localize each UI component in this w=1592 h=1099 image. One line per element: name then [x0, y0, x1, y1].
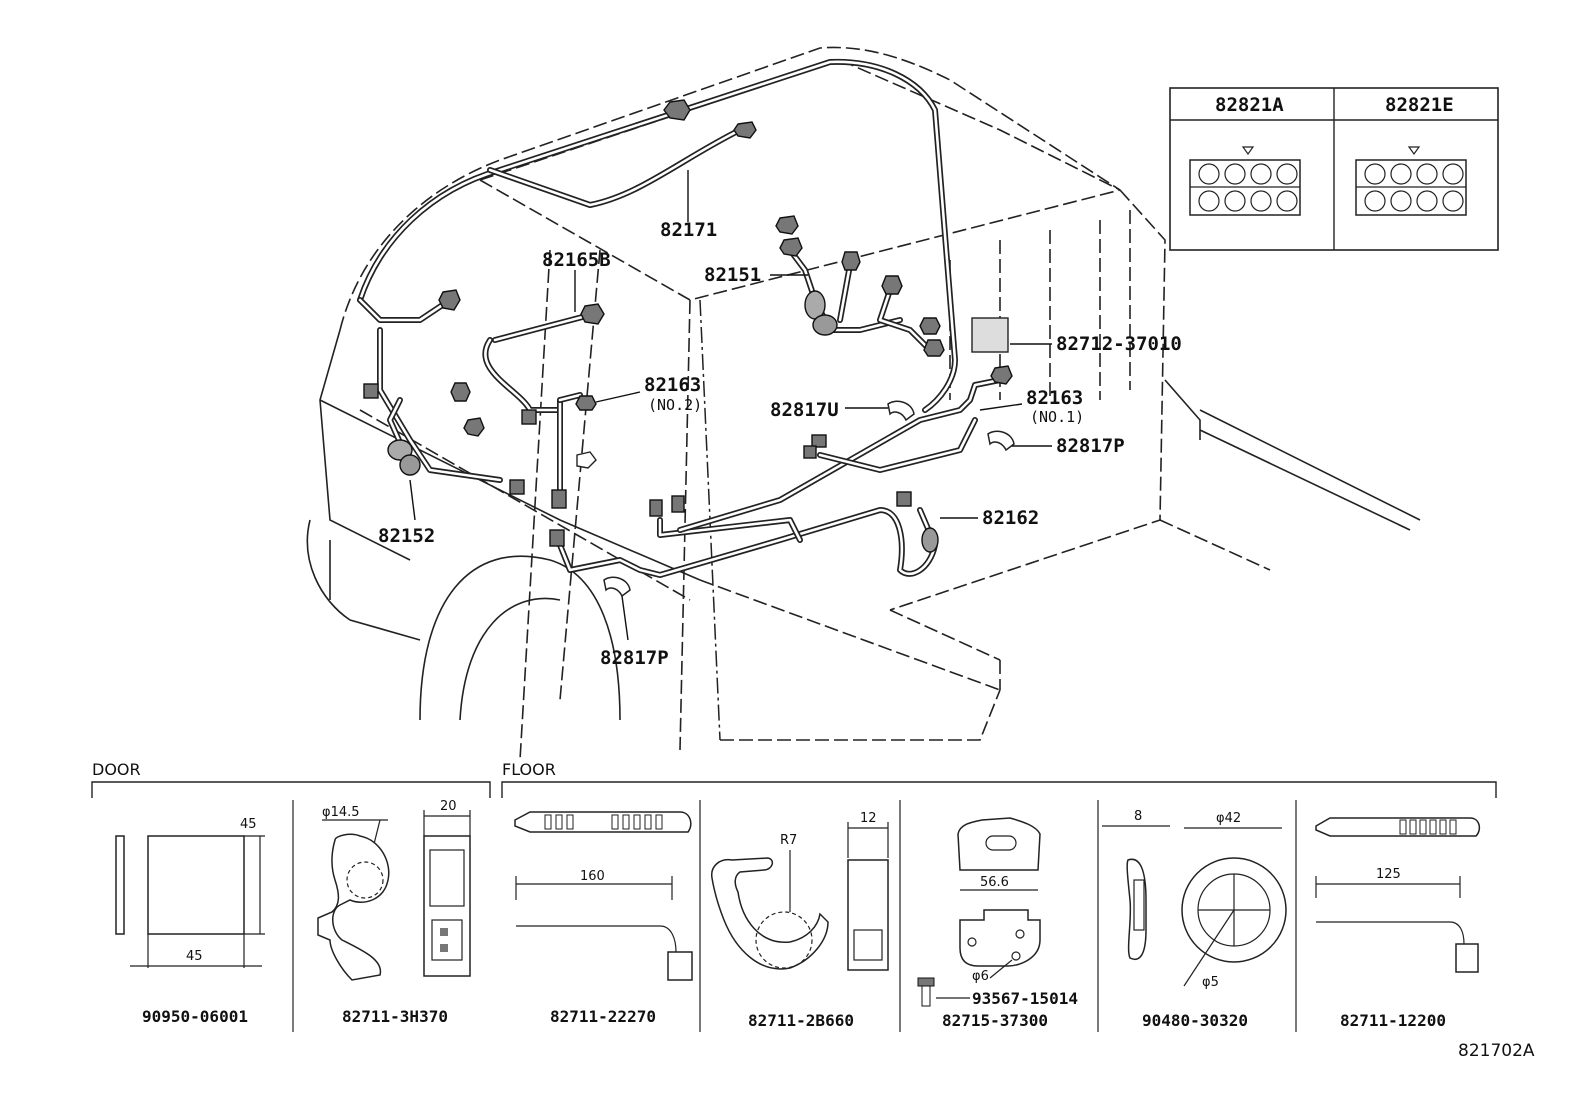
part-82711-12200: 125 82711-12200: [1315, 817, 1481, 1030]
figure-code: 821702A: [1458, 1041, 1535, 1061]
callout-labels: 82171 82165B 82151 82712-37010 82163 (NO…: [378, 219, 1182, 669]
parts-section-headers: DOOR FLOOR: [91, 760, 1497, 1032]
wire-connectors: [363, 99, 1013, 547]
section-floor-label: FLOOR: [502, 760, 556, 779]
part-82715-37300: 56.6 φ6 93567-15014 82715-37300: [917, 817, 1078, 1030]
wire-harness-roof: [357, 58, 958, 413]
clamp-82817p-right: [987, 430, 1015, 452]
dim-20: 20: [440, 799, 457, 814]
part-number-93567-15014: 93567-15014: [972, 989, 1078, 1008]
callout-82151: 82151: [704, 264, 761, 286]
part-number-90950-06001: 90950-06001: [142, 1007, 248, 1026]
dim-45-height: 45: [240, 817, 257, 832]
dim-8: 8: [1134, 809, 1142, 824]
callout-82817u: 82817U: [770, 399, 839, 421]
connector-82821a-face: [1189, 146, 1301, 216]
part-number-82711-22270: 82711-22270: [550, 1007, 656, 1026]
part-number-90480-30320: 90480-30320: [1142, 1011, 1248, 1030]
dim-phi42: φ42: [1216, 811, 1241, 826]
dim-r7: R7: [780, 833, 797, 848]
part-82711-2b660: R7 12 82711-2B660: [711, 811, 889, 1030]
callout-82165b: 82165B: [542, 249, 611, 271]
callout-82817p-right: 82817P: [1056, 435, 1125, 457]
connector-82821a-title: 82821A: [1215, 94, 1284, 116]
screw-icon: [917, 977, 935, 1007]
dim-phi5: φ5: [1202, 975, 1219, 990]
part-82711-22270: 160 82711-22270: [514, 811, 693, 1026]
dim-45-width: 45: [186, 949, 203, 964]
part-number-82711-12200: 82711-12200: [1340, 1011, 1446, 1030]
connector-inset-box: 82821A 82821E: [1169, 87, 1499, 251]
part-number-82711-2b660: 82711-2B660: [748, 1011, 854, 1030]
grommet-82152: [387, 439, 421, 476]
clamp-82817p-bottom: [603, 576, 631, 598]
part-90950-06001: 45 45 90950-06001: [115, 817, 265, 1026]
clamp-82817u: [887, 400, 915, 422]
connector-82821e-title: 82821E: [1385, 94, 1454, 116]
callout-leaders: [409, 170, 1052, 641]
callout-82162: 82162: [982, 507, 1039, 529]
callout-82817p-bottom: 82817P: [600, 647, 669, 669]
section-door-label: DOOR: [92, 760, 141, 779]
dim-56-6: 56.6: [980, 875, 1009, 890]
grommet-82151: [804, 290, 838, 336]
callout-82152: 82152: [378, 525, 435, 547]
callout-82163-no2: 82163: [644, 374, 701, 396]
grommet-82162: [921, 527, 939, 553]
callout-82163-no2-sub: (NO.2): [648, 396, 702, 414]
connector-82821e-face: [1355, 146, 1467, 216]
callout-82712: 82712-37010: [1056, 333, 1182, 355]
part-90480-30320: 8 φ42 φ5 90480-30320: [1102, 809, 1287, 1030]
part-number-82715-37300: 82715-37300: [942, 1011, 1048, 1030]
dim-160: 160: [580, 869, 605, 884]
part-number-82711-3h370: 82711-3H370: [342, 1007, 448, 1026]
part-82711-3h370: φ14.5 20 82711-3H370: [317, 799, 471, 1026]
dim-phi14-5: φ14.5: [322, 805, 360, 820]
dim-phi6: φ6: [972, 969, 989, 984]
wire-harness-floor: [557, 377, 1003, 578]
dim-12: 12: [860, 811, 877, 826]
callout-82171: 82171: [660, 219, 717, 241]
wire-harness-cab-left: [357, 297, 593, 503]
callout-82163-no1: 82163: [1026, 387, 1083, 409]
callout-82163-no1-sub: (NO.1): [1030, 408, 1084, 426]
dim-125: 125: [1376, 867, 1401, 882]
